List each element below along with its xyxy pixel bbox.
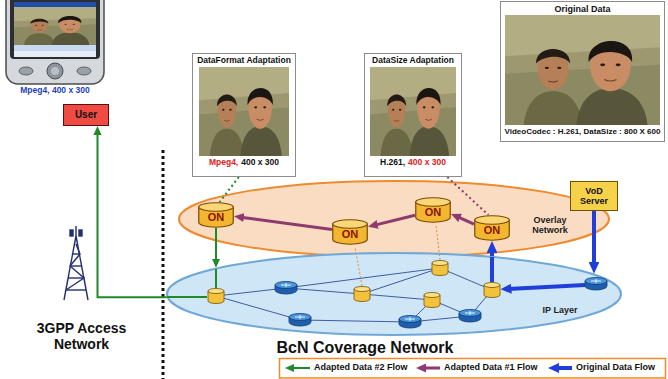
pda-device	[19, 67, 33, 75]
frame-caption: Mpeg4,	[209, 158, 238, 168]
pda-device	[14, 45, 96, 51]
pda-device	[77, 67, 91, 75]
region-title: BcN Coverage Network	[265, 339, 465, 357]
overlay-node-cylinder: ON	[198, 202, 234, 228]
server-box: VoD Server	[570, 181, 618, 211]
caption-row: Mpeg4,400 x 300	[209, 158, 279, 168]
pda-device	[14, 2, 96, 7]
router-icons	[289, 314, 311, 327]
region-title: 3GPP Access Network	[14, 320, 149, 352]
antenna-tower	[70, 230, 73, 236]
region-title: 3GPP Access Network	[14, 320, 149, 352]
overlay-network-band: Overlay NetworkONONONON	[178, 180, 610, 258]
legend-label: Adapted Data #1 Flow	[444, 362, 538, 373]
overlay-node-label: ON	[208, 211, 225, 224]
band-outline	[166, 252, 622, 336]
frame-images	[505, 15, 660, 125]
ip-flow-lines	[215, 269, 217, 288]
antenna-tower	[70, 265, 82, 266]
legend-label: Adapted Data #2 Flow	[314, 362, 408, 373]
pda-device	[51, 67, 59, 75]
caption-row: VideoCodec : H.261, DataSize : 800 X 600	[505, 127, 661, 136]
device-format-label: Mpeg4, 400 x 300	[5, 86, 105, 96]
frame-caption: 400 x 300	[408, 158, 446, 168]
cylinder-outline	[199, 203, 234, 212]
ip-node-icons	[208, 289, 224, 304]
pda-device	[47, 63, 63, 79]
legend-label: Original Data Flow	[576, 362, 655, 373]
band-outline	[167, 253, 621, 335]
band-label: IP Layer	[540, 305, 580, 315]
antenna-tower	[66, 244, 84, 290]
frame-caption: VideoCodec : H.261, DataSize : 800 X 600	[505, 127, 661, 136]
user-box: User	[63, 104, 109, 126]
pda-device	[14, 51, 96, 57]
pda-device	[14, 7, 96, 45]
band-outline	[179, 181, 609, 257]
overlay-node-label: ON	[425, 206, 442, 219]
legend-entry: Adapted Data #2 Flow	[314, 362, 408, 373]
frame-images	[199, 15, 660, 156]
frame-heading: Original Data	[554, 4, 610, 14]
frame-caption: 400 x 300	[241, 158, 279, 168]
ip-node-icons	[354, 287, 370, 302]
legend-frame	[280, 359, 666, 379]
cylinder-outline	[475, 216, 510, 225]
band-label: Overlay Network	[526, 215, 574, 236]
antenna-tower	[68, 277, 84, 278]
frame-heading: DataSize Adaptation	[372, 56, 454, 66]
ip-node-icons	[432, 261, 448, 276]
caption-row: H.261,400 x 300	[380, 158, 446, 168]
box-label: VoD Server	[573, 186, 615, 207]
legend-frame	[290, 367, 311, 369]
antenna-tower	[75, 226, 76, 236]
legend-frame	[421, 367, 440, 370]
pda-device	[6, 0, 104, 84]
frame-caption: H.261,	[380, 158, 405, 168]
antenna-tower	[64, 226, 88, 300]
overlay-node-label: ON	[342, 228, 359, 241]
flow-arrow	[490, 247, 494, 256]
overlay-node-label: ON	[484, 224, 501, 237]
flow-arrow	[592, 211, 596, 268]
frame-heading: DataFormat Adaptation	[197, 56, 291, 66]
original-data-frame: Original DataVideoCodec : H.261, DataSiz…	[500, 1, 665, 142]
router-icons	[399, 316, 421, 329]
router-icons	[275, 282, 297, 295]
ip-node-icons	[484, 283, 500, 298]
pda-device	[10, 0, 100, 59]
ip-flow-lines	[490, 257, 494, 282]
legend-entry: Original Data Flow	[576, 362, 655, 373]
overlay-node-cylinder: ON	[415, 197, 451, 223]
router-icons	[585, 278, 607, 291]
ip-layer-band: IP Layer	[166, 252, 622, 336]
frame-images	[370, 67, 456, 156]
cylinder-outline	[416, 198, 451, 207]
box-label: User	[75, 109, 97, 121]
flow-arrow	[215, 228, 217, 263]
antenna-tower	[79, 230, 82, 236]
legend-frame	[280, 359, 666, 379]
legend-entry: Adapted Data #1 Flow	[444, 362, 538, 373]
legend-frame	[554, 366, 573, 370]
adaptation-frame: DataSize AdaptationH.261,400 x 300	[364, 53, 462, 177]
region-title: BcN Coverage Network	[265, 339, 465, 357]
router-icons	[459, 310, 481, 323]
antenna-tower	[66, 289, 86, 290]
overlay-node-cylinder: ON	[474, 215, 510, 241]
adaptation-frame: DataFormat AdaptationMpeg4,400 x 300	[192, 53, 296, 177]
frame-images	[199, 67, 289, 156]
ip-flow-lines	[167, 296, 207, 298]
ip-node-icons	[424, 293, 440, 308]
device-format-label: Mpeg4, 400 x 300	[5, 86, 105, 96]
pda-device	[6, 0, 104, 84]
overlay-node-cylinder: ON	[332, 219, 368, 245]
flow-arrow	[98, 131, 167, 298]
cylinder-outline	[333, 220, 368, 229]
access-boundary	[162, 150, 165, 379]
